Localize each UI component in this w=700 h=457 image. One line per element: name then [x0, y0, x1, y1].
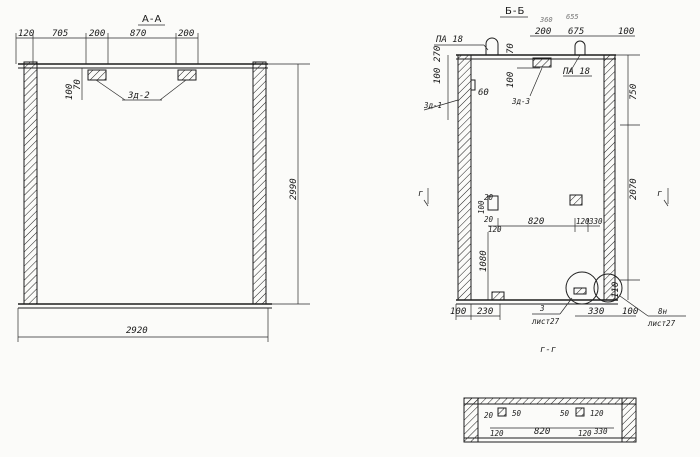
section-aa-title: А-А	[142, 14, 162, 25]
dim-gg-50a: 50	[512, 409, 522, 418]
section-gg-ref: г-г	[540, 345, 556, 355]
dim-aa-120: 120	[18, 29, 34, 39]
dim-bb-230: 230	[477, 307, 493, 317]
dim-gg-120a: 120	[490, 429, 504, 438]
dim-aa-100: 100	[65, 84, 75, 100]
dim-bb-330: 330	[588, 217, 603, 226]
dim-bb-655: 655	[566, 13, 579, 21]
section-gg: 20 50 50 120 120 820 120 330	[463, 397, 637, 443]
dim-bb-120b: 120	[576, 217, 590, 226]
dim-bb-70: 70	[506, 43, 516, 54]
dim-bb-100top: 100	[618, 27, 634, 37]
cut-marker-left: г	[418, 189, 423, 199]
dim-aa-870: 870	[130, 29, 146, 39]
dim-aa-2920: 2920	[126, 326, 148, 336]
dim-bb-270: 270	[433, 46, 443, 62]
section-aa: А-А 120 705 200 870 200 70 100 3д-2	[15, 14, 310, 342]
ref-num-left: 3	[539, 304, 545, 313]
dim-bb-100c: 100	[477, 200, 486, 214]
label-3d1: 3д-1	[423, 101, 442, 110]
dim-bb-675: 675	[568, 27, 584, 37]
dim-aa-2990: 2990	[289, 178, 299, 200]
wall-right-bb	[603, 54, 616, 301]
dim-bb-2070: 2070	[629, 178, 639, 200]
dim-gg-20: 20	[484, 411, 494, 420]
lifting-loop-left	[485, 37, 499, 55]
dim-bb-110: 110	[611, 282, 621, 298]
wall-right-aa	[252, 61, 267, 305]
dim-bb-100b: 100	[506, 72, 516, 88]
dim-bb-360: 360	[539, 16, 553, 24]
cut-marker-right: г	[657, 189, 662, 199]
embed-part-1	[87, 69, 107, 81]
dim-bb-60: 60	[478, 88, 489, 98]
section-bb: Б-Б 360 655 200 675 100 70 ПА 18 ПА 18 1…	[418, 6, 686, 355]
dim-bb-100br: 100	[622, 307, 638, 317]
dim-bb-20b: 20	[484, 215, 494, 224]
embed-part-2	[177, 69, 197, 81]
plan-wall-right	[621, 397, 637, 443]
label-3d3: 3д-3	[511, 97, 531, 106]
dim-gg-120b: 120	[578, 429, 592, 438]
embed-part-bb	[532, 57, 552, 68]
label-pa18-right: ПА 18	[562, 67, 590, 77]
dim-bb-750: 750	[629, 84, 639, 100]
dim-bb-200: 200	[535, 27, 551, 37]
wall-left-bb	[457, 54, 472, 301]
dim-gg-330: 330	[593, 427, 608, 436]
dim-bb-100side: 100	[433, 68, 443, 84]
dim-bb-1080: 1080	[479, 250, 489, 272]
ref-sheet-left: лист27	[531, 317, 560, 326]
section-bb-title: Б-Б	[505, 6, 525, 17]
dim-bb-820: 820	[528, 217, 544, 227]
ref-sheet-right: лист27	[647, 319, 676, 328]
dim-aa-200b: 200	[178, 29, 194, 39]
dim-bb-120a: 120	[488, 225, 502, 234]
dim-bb-330b: 330	[587, 307, 604, 317]
dim-gg-50b: 50	[560, 409, 570, 418]
dim-gg-820: 820	[534, 427, 550, 437]
dim-bb-20a: 20	[484, 193, 494, 202]
detail-circle-8n	[593, 273, 623, 303]
detail-circle-3	[565, 271, 599, 305]
callout-3d2: 3д-2	[127, 91, 150, 101]
dim-aa-705: 705	[52, 29, 68, 39]
lifting-loop-right	[574, 40, 586, 55]
dim-gg-120top: 120	[590, 409, 604, 418]
ref-num-right: 8н	[658, 307, 668, 316]
wall-left-aa	[23, 61, 38, 305]
plan-wall-top	[463, 397, 637, 405]
plan-wall-left	[463, 397, 479, 443]
dim-aa-70: 70	[73, 79, 83, 90]
label-pa18-left: ПА 18	[435, 35, 463, 45]
dim-aa-200a: 200	[89, 29, 105, 39]
dim-bb-100bl: 100	[450, 307, 466, 317]
